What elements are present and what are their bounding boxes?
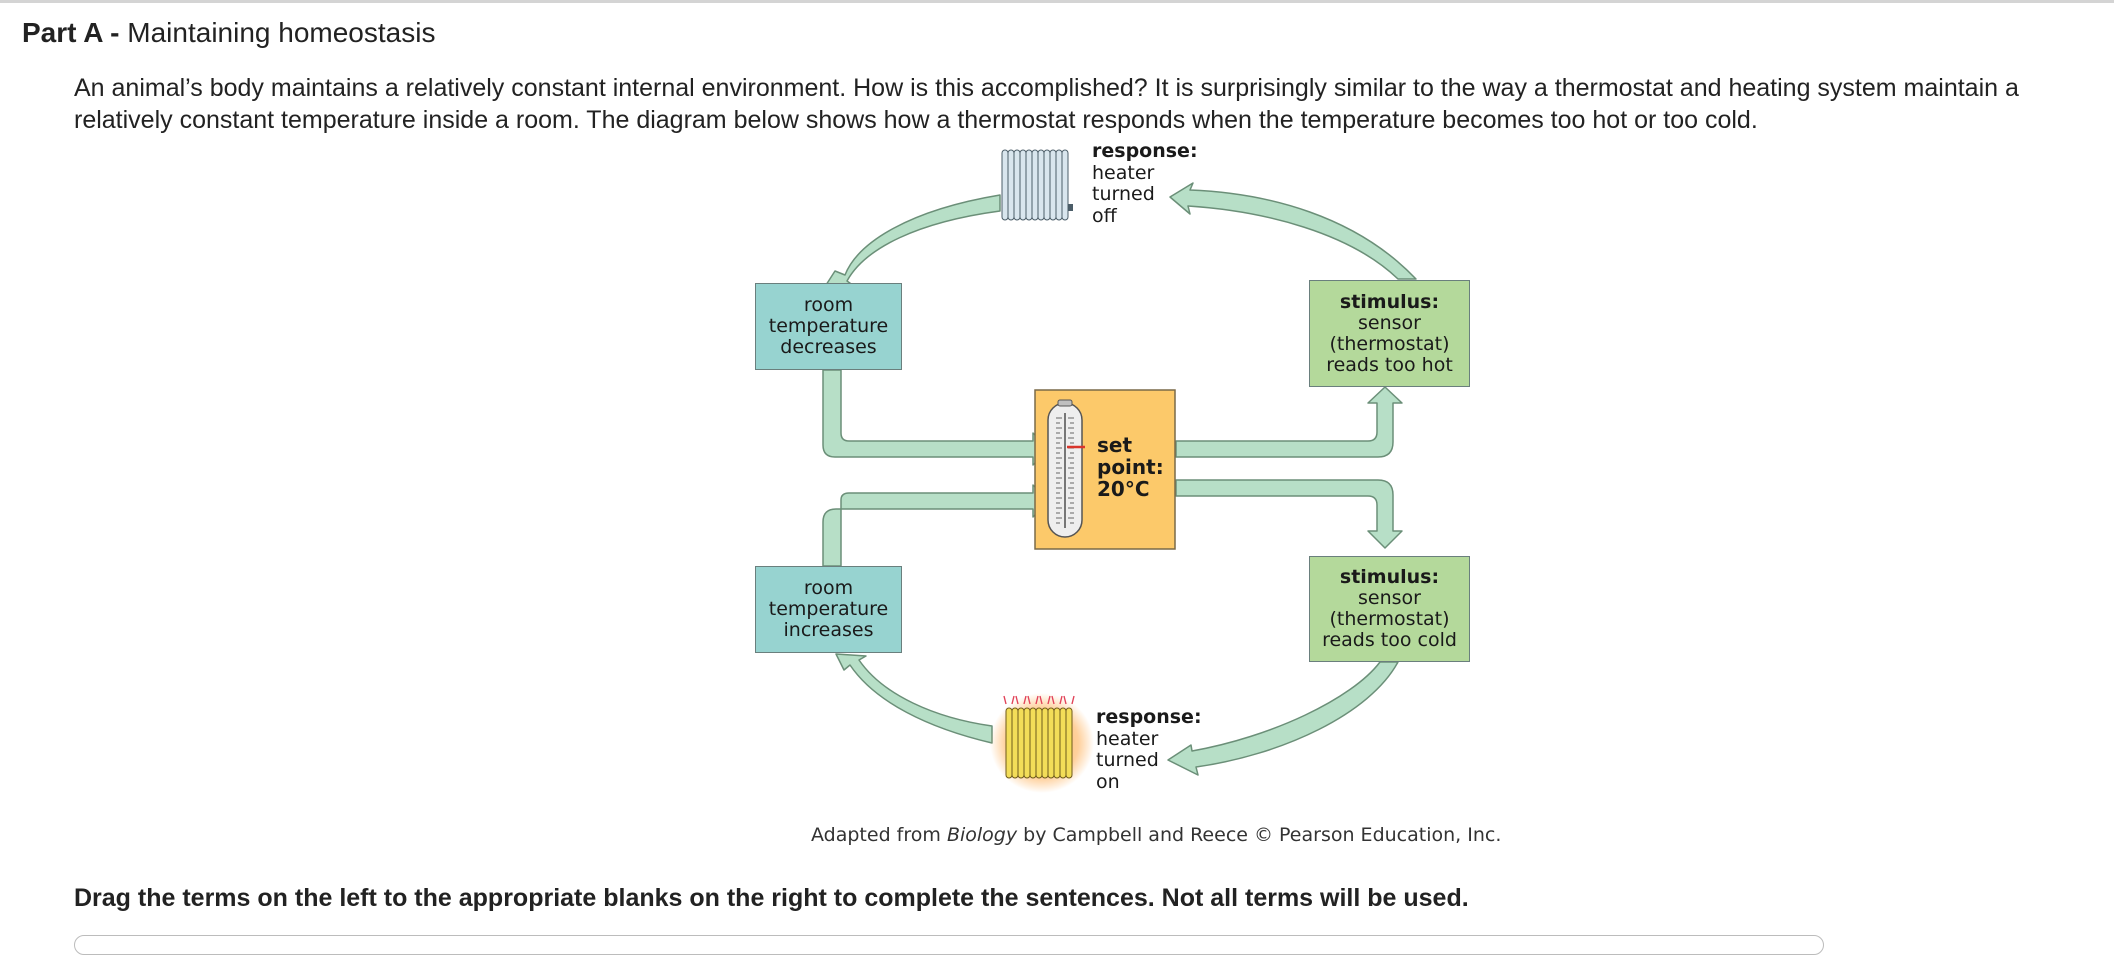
stimulus-cold-line-2: (thermostat) xyxy=(1329,608,1450,630)
thermometer-icon xyxy=(1047,399,1085,538)
set-point-line-1: set xyxy=(1097,433,1133,457)
stimulus-hot-heading: stimulus: xyxy=(1339,290,1440,313)
room-decreases-line-1: room xyxy=(803,294,854,316)
room-increases-line-2: temperature xyxy=(768,598,889,620)
room-increases-line-1: room xyxy=(803,577,854,599)
part-label: Part A - xyxy=(22,17,120,48)
room-temperature-decreases-box: room temperature decreases xyxy=(755,283,902,370)
response-heater-on-label: response: heater turned on xyxy=(1096,706,1202,793)
part-name: Maintaining homeostasis xyxy=(127,17,436,48)
stimulus-too-hot-box: stimulus: sensor (thermostat) reads too … xyxy=(1309,280,1470,387)
homeostasis-diagram: room temperature decreases room temperat… xyxy=(740,138,1480,858)
stimulus-too-cold-box: stimulus: sensor (thermostat) reads too … xyxy=(1309,556,1470,662)
figure-credit: Adapted from Biology by Campbell and Ree… xyxy=(811,824,1501,846)
arrow-stimulus-cold-to-response-on xyxy=(1167,661,1399,776)
radiator-off-icon xyxy=(1001,149,1073,221)
room-decreases-line-2: temperature xyxy=(768,315,889,337)
stimulus-hot-line-3: reads too hot xyxy=(1326,353,1453,376)
arrow-room-increases-to-set-point xyxy=(822,484,1050,567)
response-on-line-2: turned xyxy=(1096,749,1159,771)
top-divider xyxy=(0,0,2114,3)
response-on-heading: response: xyxy=(1096,706,1202,728)
arrow-set-point-to-stimulus-cold xyxy=(1175,479,1403,549)
arrow-stimulus-hot-to-response-off xyxy=(1169,182,1417,280)
stimulus-cold-line-1: sensor xyxy=(1358,587,1421,609)
credit-suffix: by Campbell and Reece © Pearson Educatio… xyxy=(1017,824,1502,846)
stimulus-cold-line-3: reads too cold xyxy=(1322,629,1457,651)
set-point-label: set point: 20°C xyxy=(1097,434,1164,500)
response-off-line-2: turned xyxy=(1092,183,1155,205)
stimulus-hot-line-2: (thermostat) xyxy=(1329,332,1450,355)
credit-prefix: Adapted from xyxy=(811,824,947,846)
drag-instruction: Drag the terms on the left to the approp… xyxy=(74,884,1469,912)
room-temperature-increases-box: room temperature increases xyxy=(755,566,902,653)
room-decreases-line-3: decreases xyxy=(780,336,877,358)
stimulus-cold-heading: stimulus: xyxy=(1339,566,1440,588)
arrow-room-decreases-to-set-point xyxy=(822,369,1050,466)
radiator-on-icon xyxy=(990,693,1094,793)
arrow-set-point-to-stimulus-hot xyxy=(1175,386,1403,458)
response-off-heading: response: xyxy=(1092,140,1198,162)
arrow-response-on-to-room-increases xyxy=(835,653,993,744)
credit-book-title: Biology xyxy=(946,824,1018,846)
response-off-line-3: off xyxy=(1092,204,1117,227)
response-off-line-1: heater xyxy=(1092,161,1155,184)
drag-and-drop-area[interactable] xyxy=(74,935,1824,955)
response-on-line-3: on xyxy=(1096,770,1120,793)
response-on-line-1: heater xyxy=(1096,727,1159,750)
set-point-line-3: 20°C xyxy=(1097,477,1150,501)
room-increases-line-3: increases xyxy=(783,619,874,641)
response-heater-off-label: response: heater turned off xyxy=(1092,140,1198,227)
diagram-arrows xyxy=(822,149,1417,793)
stimulus-hot-line-1: sensor xyxy=(1358,311,1421,334)
part-title: Part A - Maintaining homeostasis xyxy=(22,16,435,50)
set-point-line-2: point: xyxy=(1097,455,1164,479)
arrow-response-off-to-room-decreases xyxy=(825,194,1001,287)
intro-paragraph: An animal’s body maintains a relatively … xyxy=(74,74,2019,134)
